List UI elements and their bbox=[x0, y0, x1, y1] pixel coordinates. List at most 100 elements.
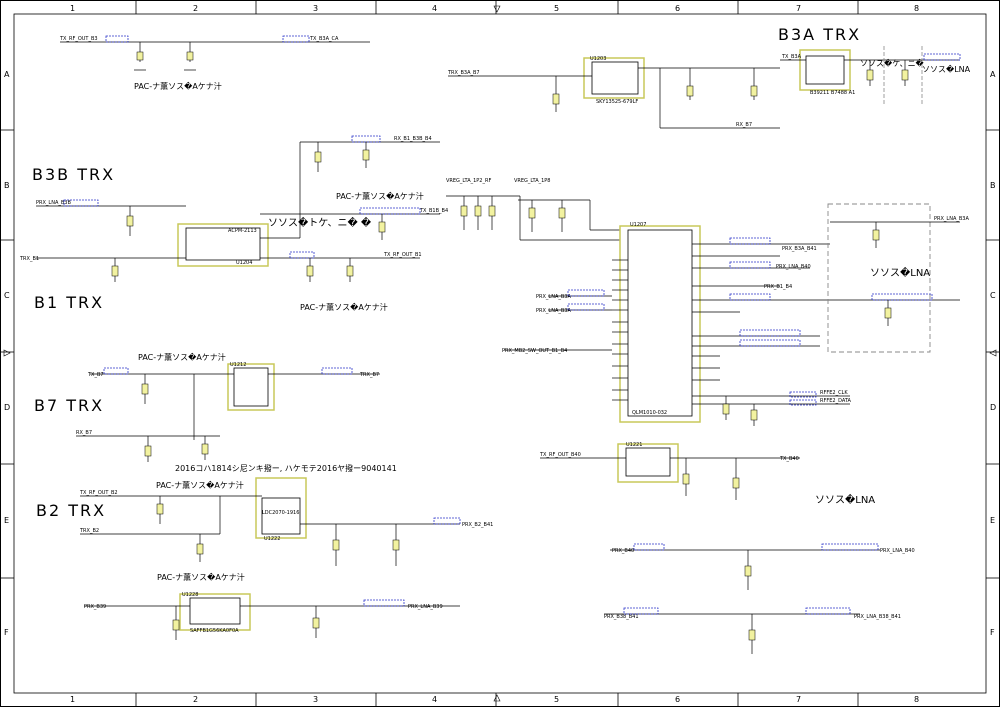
col-label: 5 bbox=[554, 695, 559, 704]
net-label: PRX_B1_B4 bbox=[764, 284, 792, 290]
col-label: 4 bbox=[432, 695, 437, 704]
row-label: C bbox=[4, 291, 10, 300]
sheet-inner-border bbox=[13, 13, 987, 694]
qlm-switch-module: VREG_LTA_1P2_RF VREG_LTA_1P8 U1207 QLM10… bbox=[446, 178, 852, 426]
col-label: 7 bbox=[796, 695, 801, 704]
col-label: 6 bbox=[675, 695, 680, 704]
part-label: SAFFB1G56KA0F0A bbox=[190, 628, 239, 634]
net-label: TX_RF_OUT_B40 bbox=[539, 452, 581, 458]
col-label: 1 bbox=[70, 695, 75, 704]
center-mark-bottom-icon bbox=[493, 694, 501, 702]
row-label: E bbox=[990, 516, 995, 525]
note-mid: ソソス�トケ、ニ� � bbox=[268, 216, 372, 229]
net-label: TRX_B2 bbox=[79, 528, 99, 534]
b7-circuit: U1212 TX_B7 TRX_B7 RX_B7 bbox=[76, 362, 380, 462]
b38-b41-rx-chain: PRX_B38_B41 PRX_LNA_B38_B41 bbox=[604, 607, 901, 654]
part-label: U1221 bbox=[626, 442, 642, 448]
section-title-b3b: B3B TRX bbox=[32, 165, 115, 184]
net-label: TX_B1B_B4 bbox=[419, 208, 448, 214]
b3a-duplexer: B39211 B7488 A1 TX_B3A bbox=[780, 46, 961, 106]
part-label: U1203 bbox=[590, 56, 606, 62]
net-label: TX_B7 bbox=[87, 372, 104, 378]
b3-top-circuit: TX_RF_OUT_B3 TX_B3A_CA bbox=[59, 35, 370, 71]
row-label: C bbox=[990, 291, 996, 300]
net-label: RFFE2_CLK bbox=[820, 390, 848, 396]
net-label: PRX_B2_B41 bbox=[462, 522, 493, 528]
column-ruler bbox=[135, 0, 859, 707]
col-label: 4 bbox=[432, 4, 437, 13]
part-label: ACPM-2113 bbox=[228, 228, 257, 234]
lna-region: PRX_LNA_B3A bbox=[827, 203, 969, 353]
row-label: A bbox=[990, 70, 996, 79]
section-title-b3a: B3A TRX bbox=[778, 25, 861, 44]
net-label: TX_B3A_CA bbox=[309, 36, 339, 42]
row-label: E bbox=[4, 516, 9, 525]
note-pa: PAC-ナ薰ソス�Aケナ汁 bbox=[156, 480, 244, 490]
net-label: PRX_LNA_B3B bbox=[36, 200, 71, 206]
part-label: U1222 bbox=[264, 536, 280, 542]
center-mark-top-icon bbox=[493, 5, 501, 13]
net-label: PRX_LNA_B3A bbox=[934, 216, 969, 222]
section-title-b1: B1 TRX bbox=[34, 293, 104, 312]
part-label: U1207 bbox=[630, 222, 646, 228]
center-mark-left-icon bbox=[3, 349, 11, 357]
col-label: 3 bbox=[313, 695, 318, 704]
net-label: PRX_B40 bbox=[612, 548, 634, 554]
net-label: PRX_B38_B41 bbox=[604, 614, 639, 620]
part-label: LDC2070-1916 bbox=[262, 510, 299, 516]
col-label: 8 bbox=[914, 4, 919, 13]
col-label: 7 bbox=[796, 4, 801, 13]
net-label: PRX_LNA_B3A bbox=[536, 308, 571, 314]
grid-labels: 1 2 3 4 5 6 7 8 1 2 3 4 5 6 7 8 A B C D … bbox=[4, 4, 996, 704]
b40-duplexer: U1221 TX_RF_OUT_B40 TX_B40 bbox=[539, 442, 800, 500]
note-pa: PAC-ナ薰ソス�Aケナ汁 bbox=[157, 572, 245, 582]
net-label: TX_RF_OUT_B1 bbox=[383, 252, 422, 258]
part-label: U1212 bbox=[230, 362, 246, 368]
note-lna: ソソス�LNA bbox=[815, 493, 875, 506]
row-label: B bbox=[4, 181, 10, 190]
net-label: PRX_LNA_B40 bbox=[776, 264, 811, 270]
note-top: ソソス�ケ、ニ� bbox=[860, 58, 925, 68]
col-label: 2 bbox=[193, 695, 198, 704]
net-label: PRX_B39 bbox=[84, 604, 106, 610]
col-label: 6 bbox=[675, 4, 680, 13]
acpm-module: ACPM-2113 U1204 PRX_LNA_B3B TRX_B1 RX_B1… bbox=[19, 135, 448, 282]
net-label: PRX_LNA_B39 bbox=[408, 604, 443, 610]
net-label: TRX_B7 bbox=[359, 372, 379, 378]
row-ruler bbox=[0, 129, 1000, 579]
net-label: TRX_B1 bbox=[19, 256, 39, 262]
part-label: U1228 bbox=[182, 592, 198, 598]
b39-filter: SAFFB1G56KA0F0A U1228 PRX_B39 PRX_LNA_B3… bbox=[84, 592, 460, 640]
col-label: 1 bbox=[70, 4, 75, 13]
part-label: B39211 B7488 A1 bbox=[810, 90, 855, 96]
b40-rx-chain: PRX_B40 PRX_LNA_B40 bbox=[610, 543, 915, 590]
center-mark-right-icon bbox=[989, 349, 997, 357]
net-label: VREG_LTA_1P2_RF bbox=[446, 178, 491, 184]
b3a-switch: U1203 SKY13525-679LF TRX_B3A_B7 RX_B7 bbox=[447, 56, 780, 129]
note-date: 2016コハ1814シ尼ンキ撥ー, ハケモテ2016ヤ撥ー9040141 bbox=[175, 463, 397, 473]
row-label: D bbox=[4, 403, 10, 412]
row-label: F bbox=[4, 628, 9, 637]
col-label: 8 bbox=[914, 695, 919, 704]
row-label: B bbox=[990, 181, 996, 190]
col-label: 3 bbox=[313, 4, 318, 13]
b2-circuit: LDC2070-1916 U1222 TX_RF_OUT_B2 TRX_B2 P… bbox=[79, 477, 493, 566]
net-label: TX_B3A bbox=[781, 54, 802, 60]
net-label: PRX_LNA_B38_B41 bbox=[854, 614, 901, 620]
row-label: A bbox=[4, 70, 10, 79]
net-label: TRX_B3A_B7 bbox=[447, 70, 480, 76]
net-label: TX_RF_OUT_B2 bbox=[79, 490, 118, 496]
net-label: PRX_LNA_B3A bbox=[536, 294, 571, 300]
net-label: PRX_B3A_B41 bbox=[782, 246, 817, 252]
note-pa: PAC-ナ薰ソス�Aケナ汁 bbox=[336, 191, 424, 201]
net-label: TX_B40 bbox=[779, 456, 799, 462]
col-label: 2 bbox=[193, 4, 198, 13]
note-pa: PAC-ナ薰ソス�Aケナ汁 bbox=[134, 81, 222, 91]
net-label: RFFE2_DATA bbox=[820, 398, 852, 404]
section-title-b2: B2 TRX bbox=[36, 501, 106, 520]
row-label: D bbox=[990, 403, 996, 412]
part-label: U1204 bbox=[236, 260, 252, 266]
note-pa: PAC-ナ薰ソス�Aケナ汁 bbox=[138, 352, 226, 362]
net-label: RX_B1_B3B_B4 bbox=[394, 136, 432, 142]
